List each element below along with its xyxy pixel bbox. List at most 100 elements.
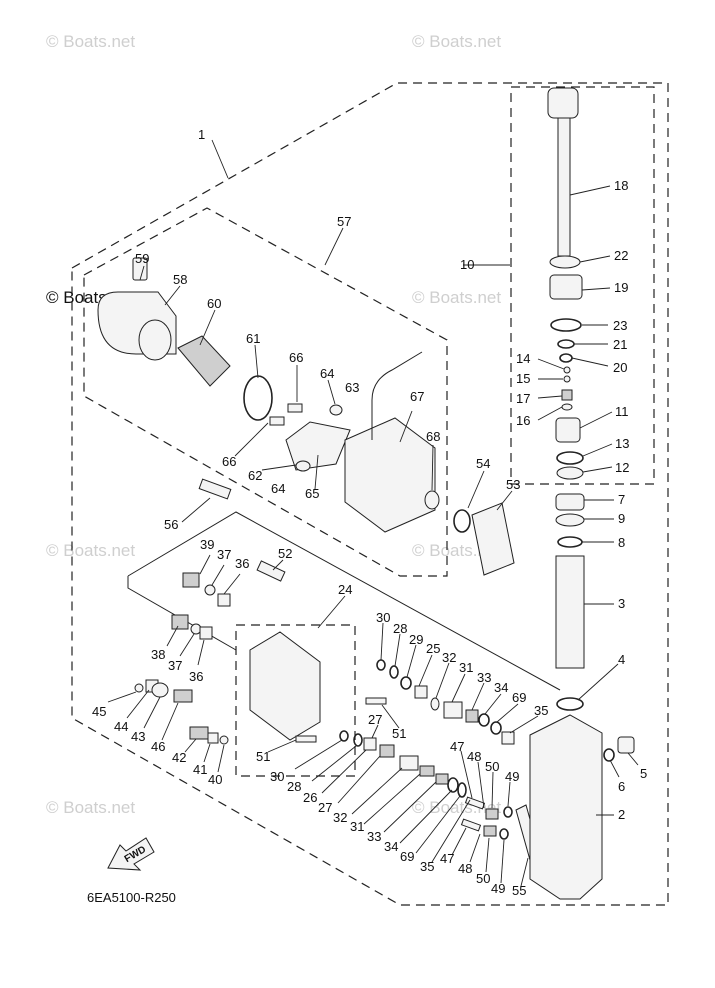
cylinder-3: [555, 555, 585, 669]
plug-43: [151, 682, 169, 698]
ring-20: [559, 353, 573, 363]
callout-32-lower: 32: [333, 810, 347, 825]
callout-21: 21: [613, 337, 627, 352]
callout-24: 24: [338, 582, 352, 597]
spring-33a: [465, 709, 479, 723]
callout-61: 61: [246, 331, 260, 346]
rod-18: [557, 117, 571, 257]
callout-13: 13: [615, 436, 629, 451]
spring-50a: [485, 808, 499, 820]
callout-35-lower: 35: [420, 859, 434, 874]
spring-42: [189, 726, 209, 740]
watermark-bottom-left: © Boats.net: [46, 798, 135, 817]
callout-33-upper: 33: [477, 670, 491, 685]
callout-30-lower: 30: [270, 769, 284, 784]
motor-parts: [97, 257, 515, 576]
plate-62: [285, 421, 351, 471]
ball-14: [563, 366, 571, 374]
callout-28-upper: 28: [393, 621, 407, 636]
spring-39: [182, 572, 200, 588]
callout-53: 53: [506, 477, 520, 492]
cylinder-parts: [529, 87, 635, 900]
cap-19: [549, 274, 583, 300]
callout-4: 4: [618, 652, 625, 667]
callout-62: 62: [248, 468, 262, 483]
callout-66-lower: 66: [222, 454, 236, 469]
callout-59: 59: [135, 251, 149, 266]
callout-48-lower: 48: [458, 861, 472, 876]
bolt-56: [198, 478, 232, 500]
gasket-53: [471, 502, 515, 576]
callout-68: 68: [426, 429, 440, 444]
callout-48-upper: 48: [467, 749, 481, 764]
callout-33-lower: 33: [367, 829, 381, 844]
callout-60: 60: [207, 296, 221, 311]
callout-19: 19: [614, 280, 628, 295]
watermark-top-right: © Boats.net: [412, 32, 501, 51]
pump-body-67: [344, 417, 436, 533]
callout-7: 7: [618, 492, 625, 507]
callout-46: 46: [151, 739, 165, 754]
callout-31-lower: 31: [350, 819, 364, 834]
callout-54: 54: [476, 456, 490, 471]
seal-22: [549, 255, 581, 269]
callout-49-lower: 49: [491, 881, 505, 896]
callout-28-lower: 28: [287, 779, 301, 794]
armature-60: [177, 335, 231, 387]
callout-15: 15: [516, 371, 530, 386]
cap-7: [555, 493, 585, 511]
screw-66b: [269, 416, 285, 426]
callout-34-lower: 34: [384, 839, 398, 854]
callout-20: 20: [613, 360, 627, 375]
callout-23: 23: [613, 318, 627, 333]
ring-49a: [503, 806, 513, 818]
callout-26: 26: [303, 790, 317, 805]
callout-10: 10: [460, 257, 474, 272]
spring-33b: [435, 773, 449, 785]
spring-38: [171, 614, 189, 630]
outline-valve-24: [235, 624, 356, 777]
valve-body: [249, 631, 321, 741]
callout-67: 67: [410, 389, 424, 404]
ring-29: [400, 676, 412, 690]
spring-46: [173, 689, 193, 703]
plug-5: [617, 736, 635, 754]
callout-40: 40: [208, 772, 222, 787]
tilt-cylinder-2: [529, 714, 603, 900]
ring-21: [557, 339, 575, 349]
callout-27-upper: 27: [368, 712, 382, 727]
callout-66-upper: 66: [289, 350, 303, 365]
bolt-52: [256, 560, 286, 582]
callout-49-upper: 49: [505, 769, 519, 784]
ring-69b: [457, 782, 467, 798]
callout-51-upper: 51: [392, 726, 406, 741]
callout-36-upper: 36: [235, 556, 249, 571]
callout-16: 16: [516, 413, 530, 428]
seal-9: [555, 513, 585, 527]
callout-25: 25: [426, 641, 440, 656]
pin-51a: [295, 735, 317, 743]
callout-8: 8: [618, 535, 625, 550]
callout-69-lower: 69: [400, 849, 414, 864]
callout-58: 58: [173, 272, 187, 287]
callout-47-upper: 47: [450, 739, 464, 754]
watermark-mid-right: © Boats.net: [412, 288, 501, 307]
callout-44: 44: [114, 719, 128, 734]
ring-6: [603, 748, 615, 762]
pin-15: [563, 375, 571, 383]
callout-27-lower: 27: [318, 800, 332, 815]
ball-32a: [430, 697, 440, 711]
watermark-lower-left: © Boats.net: [46, 541, 135, 560]
nut-64: [295, 460, 311, 472]
callout-31-upper: 31: [459, 660, 473, 675]
callout-35-upper: 35: [534, 703, 548, 718]
spring-26: [379, 744, 395, 758]
callout-57: 57: [337, 214, 351, 229]
callout-18: 18: [614, 178, 628, 193]
callout-43: 43: [131, 729, 145, 744]
callout-52: 52: [278, 546, 292, 561]
callout-51-lower: 51: [256, 749, 270, 764]
callout-41: 41: [193, 762, 207, 777]
spring-31b: [419, 765, 435, 777]
